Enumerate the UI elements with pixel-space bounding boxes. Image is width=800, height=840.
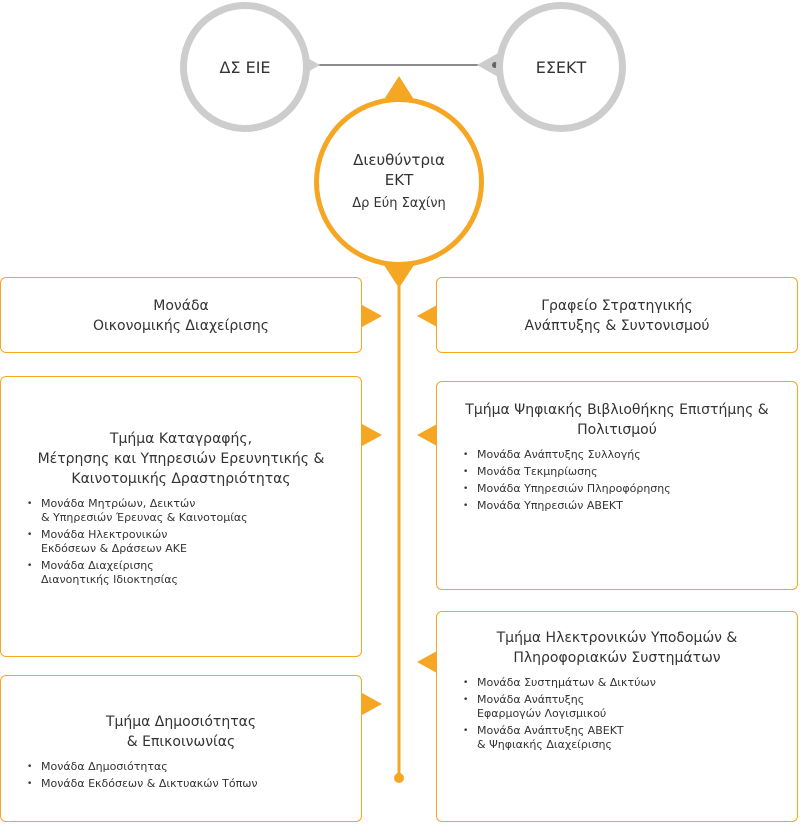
arrow-left-box-3 — [362, 693, 382, 715]
list-item-line: Εκδόσεων & Δράσεων ΑΚΕ — [41, 542, 187, 555]
list-item-line: Μονάδα Διαχείρισης — [41, 559, 154, 572]
unit-list: Μονάδα Μητρώων, Δεικτών & Υπηρεσιών Έρευ… — [1, 497, 361, 587]
box-publicity-department: Τμήμα Δημοσιότητας & Επικοινωνίας Μονάδα… — [0, 675, 362, 822]
list-item-line: & Ψηφιακής Διαχείρισης — [477, 738, 612, 751]
box-title-line: Τμήμα Ηλεκτρονικών Υποδομών & — [496, 630, 738, 646]
arrow-right-box-2 — [417, 424, 437, 446]
director-title-line2: ΕΚΤ — [384, 171, 414, 189]
circle-esekt-label: ΕΣΕΚΤ — [535, 57, 587, 77]
box-title-line: & Επικοινωνίας — [126, 734, 236, 750]
box-title-line: Πολιτισμού — [577, 422, 657, 438]
list-item: Μονάδα Ανάπτυξης Εφαρμογών Λογισμικού — [463, 693, 797, 721]
box-title-line: Μονάδα — [153, 298, 209, 314]
director-title-line1: Διευθύντρια — [353, 151, 445, 169]
box-title-line: Τμήμα Ψηφιακής Βιβλιοθήκης Επιστήμης & — [465, 402, 769, 418]
box-title-line: Τμήμα Καταγραφής, — [109, 431, 253, 447]
list-item-line: Μονάδα Συστημάτων & Δικτύων — [477, 676, 656, 689]
list-item: Μονάδα Δημοσιότητας — [27, 760, 361, 774]
list-item-line: Μονάδα Υπηρεσιών Πληροφόρησης — [477, 482, 671, 495]
list-item-line: Μονάδα Τεκμηρίωσης — [477, 465, 598, 478]
list-item-line: Μονάδα Εκδόσεων & Δικτυακών Τόπων — [41, 777, 258, 790]
unit-list: Μονάδα Συστημάτων & Δικτύων Μονάδα Ανάπτ… — [437, 676, 797, 752]
box-title-line: Τμήμα Δημοσιότητας — [105, 714, 257, 730]
list-item-line: Μονάδα Δημοσιότητας — [41, 760, 168, 773]
director-name: Δρ Εύη Σαχίνη — [352, 196, 446, 211]
circle-ds-eie-label: ΔΣ ΕΙΕ — [219, 57, 271, 77]
spine-end-dot — [394, 773, 404, 783]
unit-list: Μονάδα Δημοσιότητας Μονάδα Εκδόσεων & Δι… — [1, 760, 361, 791]
box-title-line: Ανάπτυξης & Συντονισμού — [524, 318, 710, 334]
box-recording-metrics-department: Τμήμα Καταγραφής, Μέτρησης και Υπηρεσιών… — [0, 376, 362, 657]
circle-ds-eie: ΔΣ ΕΙΕ — [180, 2, 310, 132]
arrow-left-box-2 — [362, 424, 382, 446]
box-title-line: Μέτρησης και Υπηρεσιών Ερευνητικής & — [37, 451, 325, 467]
list-item: Μονάδα Ηλεκτρονικών Εκδόσεων & Δράσεων Α… — [27, 528, 361, 556]
list-item: Μονάδα Διαχείρισης Διανοητικής Ιδιοκτησί… — [27, 559, 361, 587]
list-item: Μονάδα Υπηρεσιών Πληροφόρησης — [463, 482, 797, 496]
list-item-line: Μονάδα Ανάπτυξης Συλλογής — [477, 448, 641, 461]
list-item-line: Μονάδα Μητρώων, Δεικτών — [41, 497, 196, 510]
box-financial-management: Μονάδα Οικονομικής Διαχείρισης — [0, 277, 362, 353]
arrow-right-box-3 — [417, 651, 437, 673]
list-item: Μονάδα Εκδόσεων & Δικτυακών Τόπων — [27, 777, 361, 791]
list-item-line: Μονάδα Ανάπτυξης — [477, 693, 585, 706]
list-item-line: Μονάδα Ανάπτυξης ΑΒΕΚΤ — [477, 724, 624, 737]
box-title-line: Οικονομικής Διαχείρισης — [93, 318, 269, 334]
center-top-arrow — [385, 76, 413, 98]
list-item-line: Μονάδα Υπηρεσιών ΑΒΕΚΤ — [477, 499, 623, 512]
list-item: Μονάδα Μητρώων, Δεικτών & Υπηρεσιών Έρευ… — [27, 497, 361, 525]
list-item: Μονάδα Ανάπτυξης Συλλογής — [463, 448, 797, 462]
arrow-left-box-1 — [362, 305, 382, 327]
list-item: Μονάδα Ανάπτυξης ΑΒΕΚΤ & Ψηφιακής Διαχεί… — [463, 724, 797, 752]
box-title-line: Πληροφοριακών Συστημάτων — [513, 650, 721, 666]
circle-esekt: ΕΣΕΚΤ — [496, 2, 626, 132]
arrow-right-box-1 — [417, 305, 437, 327]
list-item-line: Διανοητικής Ιδιοκτησίας — [41, 573, 179, 586]
right-circle-pointer — [477, 52, 500, 78]
box-title-line: Γραφείο Στρατηγικής — [541, 298, 693, 314]
list-item-line: & Υπηρεσιών Έρευνας & Καινοτομίας — [41, 511, 248, 524]
box-title-line: Καινοτομικής Δραστηριότητας — [71, 471, 291, 487]
box-digital-library-department: Τμήμα Ψηφιακής Βιβλιοθήκης Επιστήμης & Π… — [436, 381, 798, 590]
list-item: Μονάδα Τεκμηρίωσης — [463, 465, 797, 479]
box-electronic-infrastructure-department: Τμήμα Ηλεκτρονικών Υποδομών & Πληροφορια… — [436, 611, 798, 822]
circle-director: Διευθύντρια ΕΚΤ Δρ Εύη Σαχίνη — [314, 97, 484, 267]
list-item-line: Εφαρμογών Λογισμικού — [477, 707, 607, 720]
box-strategic-office: Γραφείο Στρατηγικής Ανάπτυξης & Συντονισ… — [436, 277, 798, 353]
unit-list: Μονάδα Ανάπτυξης Συλλογής Μονάδα Τεκμηρί… — [437, 448, 797, 513]
list-item-line: Μονάδα Ηλεκτρονικών — [41, 528, 168, 541]
list-item: Μονάδα Συστημάτων & Δικτύων — [463, 676, 797, 690]
list-item: Μονάδα Υπηρεσιών ΑΒΕΚΤ — [463, 499, 797, 513]
